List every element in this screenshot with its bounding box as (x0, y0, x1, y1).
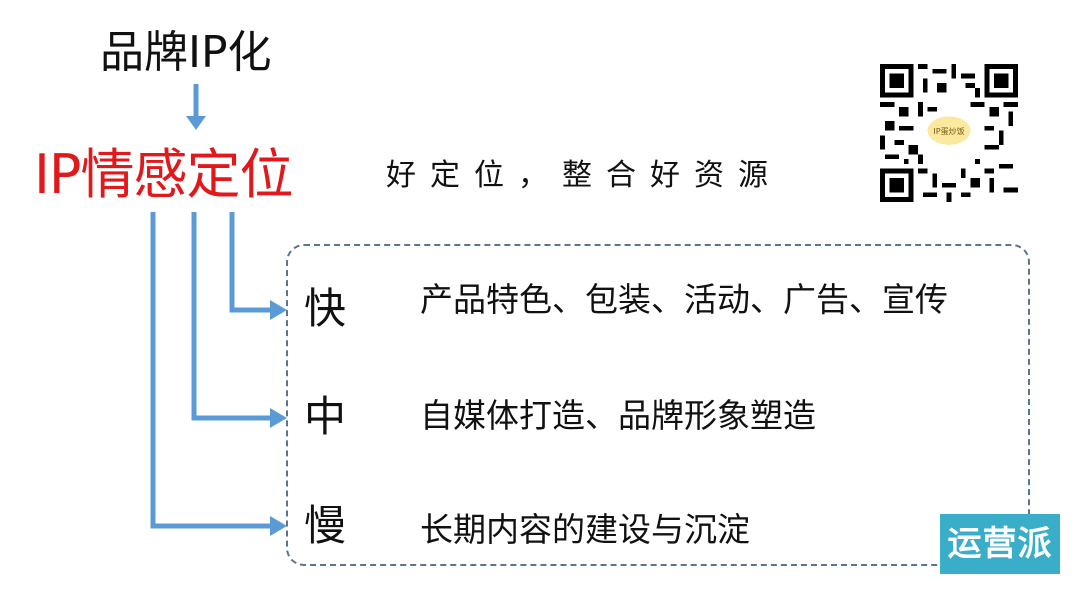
tier-speed-medium: 中 (304, 392, 347, 441)
down-arrow-icon (186, 116, 206, 130)
arrow-slow-icon (270, 516, 287, 536)
tier-speed-fast: 快 (304, 284, 347, 333)
main-title: IP情感定位 (34, 143, 293, 206)
tier-desc-fast: 产品特色、包装、活动、广告、宣传 (420, 280, 948, 319)
brand-badge: 运营派 (940, 514, 1060, 574)
tier-desc-slow: 长期内容的建设与沉淀 (420, 510, 750, 549)
tier-desc-medium: 自媒体打造、品牌形象塑造 (420, 396, 816, 435)
arrow-fast-icon (270, 300, 287, 320)
qr-center-label: IP蛋炒饭 (933, 127, 965, 136)
top-label: 品牌IP化 (100, 27, 272, 78)
tier-speed-slow: 慢 (304, 501, 347, 550)
arrow-medium-icon (270, 408, 287, 428)
qr-code: IP蛋炒饭 (878, 64, 1020, 202)
qr-code-icon (880, 64, 1018, 202)
slogan: 好定位，整合好资源 (386, 158, 782, 193)
tier-container (286, 244, 1030, 566)
